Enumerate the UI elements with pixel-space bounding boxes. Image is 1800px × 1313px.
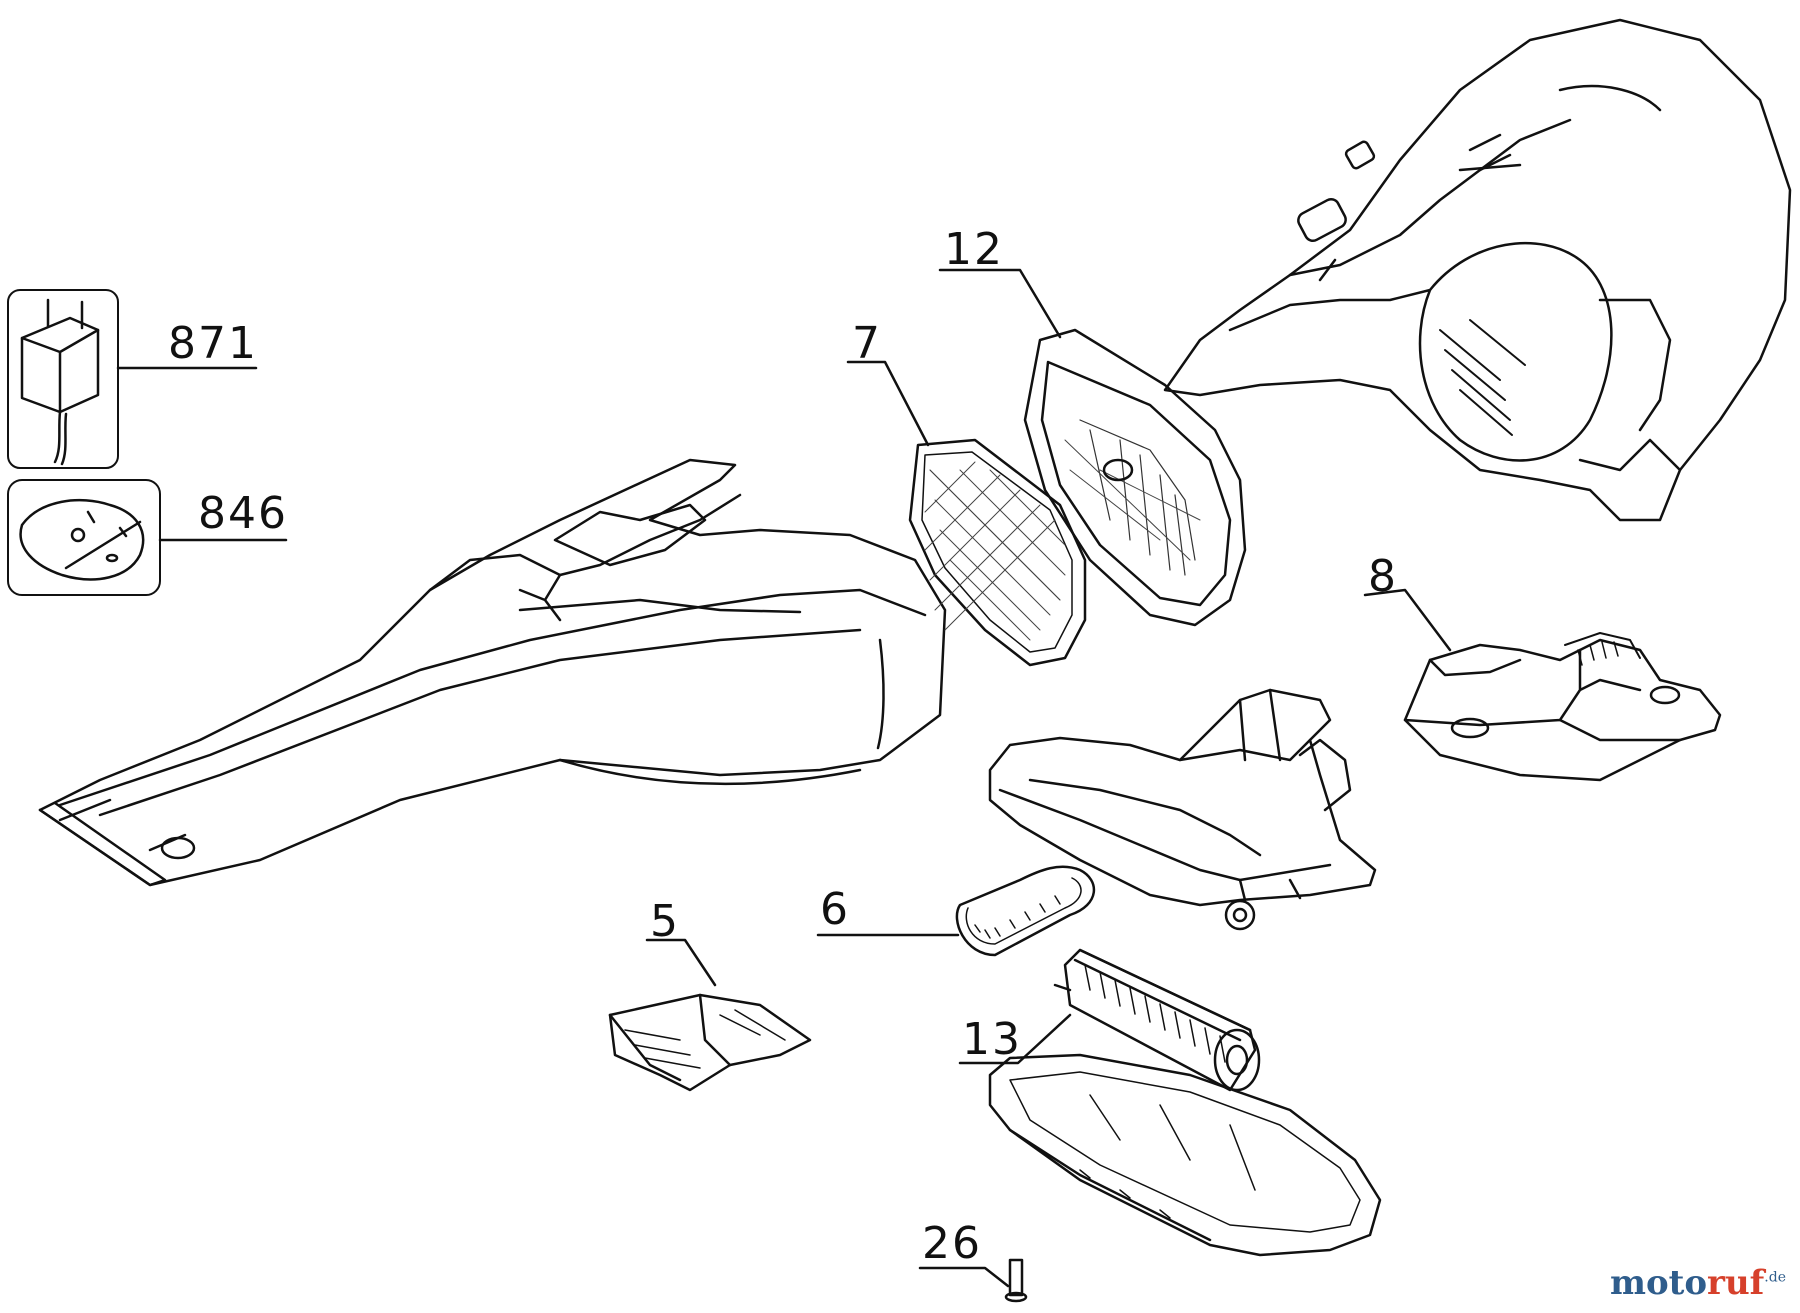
base-part-8 bbox=[1405, 633, 1720, 780]
belt-part-6 bbox=[957, 867, 1094, 955]
label-12: 12 bbox=[944, 224, 1004, 275]
leader-line-13 bbox=[960, 1015, 1070, 1063]
watermark-part-b: ruf bbox=[1707, 1263, 1765, 1303]
brush-roll-part-13 bbox=[1055, 950, 1259, 1090]
label-7: 7 bbox=[852, 318, 882, 369]
label-871: 871 bbox=[168, 318, 258, 369]
watermark-part-a: moto bbox=[1609, 1263, 1708, 1303]
filter-frame-part-12 bbox=[1025, 330, 1245, 625]
screw-part-26 bbox=[1006, 1260, 1026, 1301]
leader-line-12 bbox=[940, 270, 1060, 337]
label-6: 6 bbox=[820, 884, 850, 935]
leader-line-7 bbox=[848, 362, 928, 445]
watermark-suffix: .de bbox=[1764, 1269, 1786, 1286]
watermark-logo: motoruf.de bbox=[1610, 1263, 1786, 1303]
charger-part-871 bbox=[8, 290, 118, 468]
label-8: 8 bbox=[1368, 551, 1398, 602]
leader-line-8 bbox=[1365, 590, 1450, 650]
filter-part-7 bbox=[910, 440, 1085, 665]
hardware-bag-part-846 bbox=[8, 480, 160, 595]
label-5: 5 bbox=[650, 896, 680, 947]
label-26: 26 bbox=[922, 1218, 982, 1269]
motor-housing bbox=[1165, 20, 1790, 520]
leader-line-5 bbox=[647, 940, 715, 985]
crevice-brush-part-5 bbox=[610, 995, 810, 1090]
label-846: 846 bbox=[198, 488, 288, 539]
leader-line-26 bbox=[920, 1268, 1008, 1286]
label-13: 13 bbox=[962, 1014, 1022, 1065]
dust-bowl-nozzle-body bbox=[40, 460, 945, 885]
bottom-housing bbox=[990, 1055, 1380, 1255]
floor-head-assembly bbox=[990, 690, 1375, 929]
